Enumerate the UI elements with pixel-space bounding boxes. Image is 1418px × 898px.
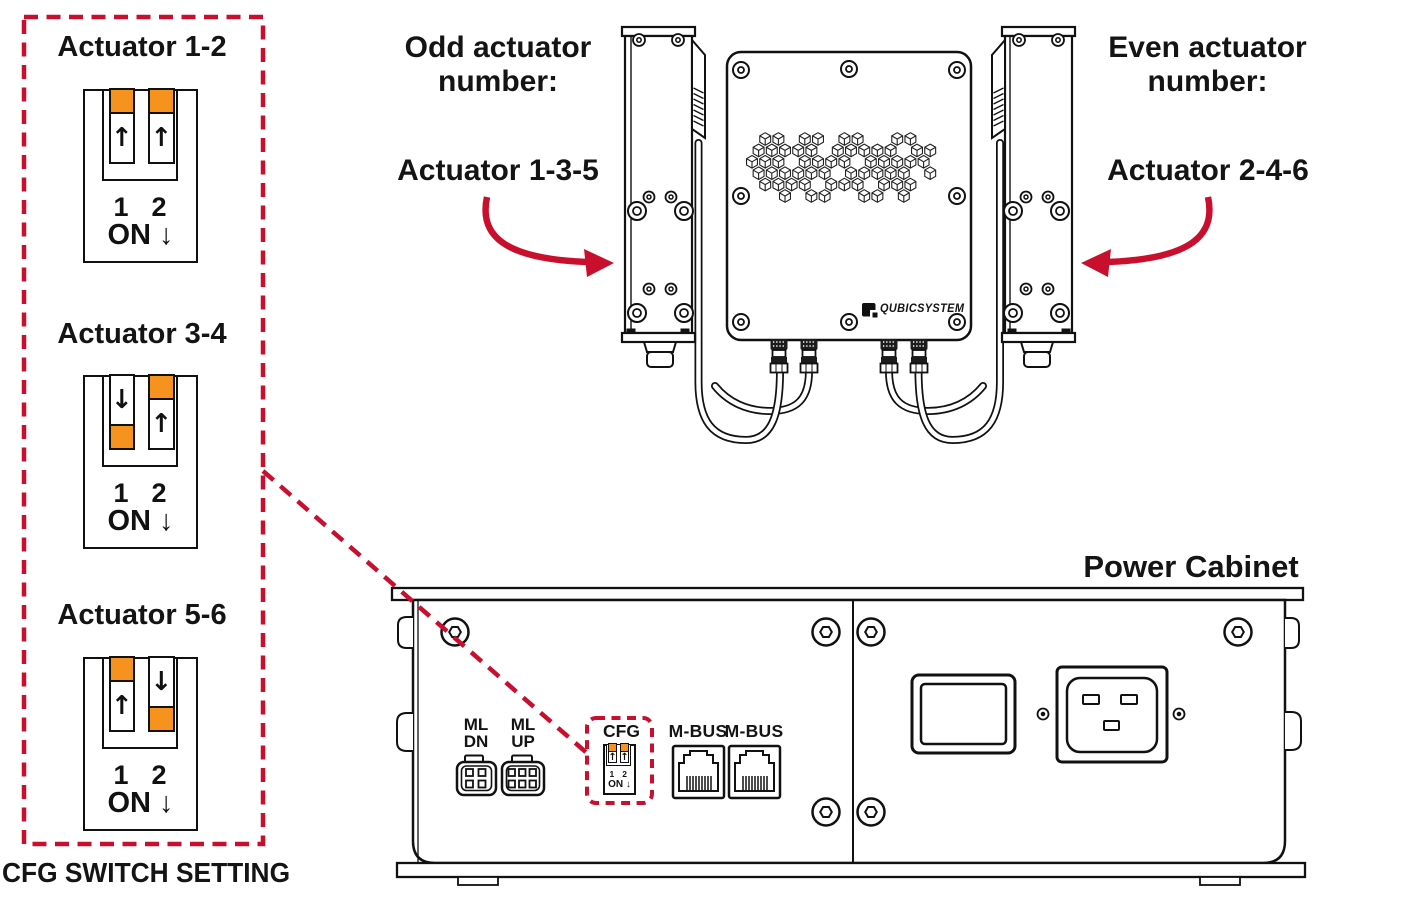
pin-labels: 1 2: [102, 478, 178, 509]
dip-block-2-title: Actuator 3-4: [57, 318, 227, 350]
switch-arrow-icon: ↑: [608, 751, 617, 763]
ml-up-line2: UP: [511, 732, 535, 751]
dip-block-3-title: Actuator 5-6: [57, 599, 227, 631]
switch-arrow-icon: ↑: [620, 751, 629, 763]
dip-switch-5-6: ↑ ↓ 1 2 ON ↓: [83, 656, 198, 831]
pin-2-label: 2: [622, 768, 627, 779]
pin-2-label: 2: [151, 760, 167, 790]
dip-switch-lever-2: ↑: [148, 374, 175, 450]
cable-gland: [799, 338, 819, 374]
pin-1-label: 1: [113, 192, 129, 222]
cfg-mini-lever-1: ↑: [608, 743, 617, 763]
switch-cap: [110, 90, 133, 114]
dip-aperture: ↑ ↑: [102, 88, 178, 181]
m-bus-jack-1: [671, 744, 726, 800]
m-bus-label-1: M-BUS: [668, 721, 728, 741]
even-actuator-callout: Even actuator number:: [1085, 31, 1330, 99]
on-direction-label: ON ↓: [107, 505, 174, 537]
qubicsystem-logo-text: QUBICSYSTEM: [880, 303, 965, 315]
switch-arrow-icon: ↑: [110, 123, 133, 153]
ml-up-label: ML UP: [503, 716, 543, 750]
power-cabinet: [390, 586, 1307, 886]
iec-power-inlet: [1036, 665, 1186, 764]
pin-labels: 1 2: [102, 192, 178, 223]
cfg-mini-lever-2: ↑: [620, 743, 629, 763]
switch-arrow-icon: ↑: [150, 409, 173, 439]
pin-1-label: 1: [609, 768, 615, 779]
pin-1-label: 1: [113, 760, 129, 790]
pin-labels: 1 2: [102, 760, 178, 791]
power-cabinet-title: Power Cabinet: [1083, 549, 1299, 584]
switch-arrow-icon: ↓: [110, 385, 133, 415]
dip-aperture: ↓ ↑: [102, 374, 178, 467]
pin-2-label: 2: [151, 192, 167, 222]
cable-gland: [879, 338, 899, 374]
controller-box: [725, 50, 973, 374]
right-actuator-bracket: [991, 25, 1077, 368]
ml-dn-label: ML DN: [456, 716, 496, 750]
switch-cap: [110, 658, 133, 682]
switch-arrow-icon: ↑: [150, 123, 173, 153]
dip-switch-lever-2: ↓: [148, 656, 175, 732]
cable-gland: [909, 338, 929, 374]
cfg-switch-setting-caption: CFG SWITCH SETTING: [2, 857, 291, 888]
hex-vent-pattern: [746, 132, 937, 203]
ml-dn-connector: [455, 754, 498, 797]
even-actuator-arrow: [1081, 196, 1213, 277]
ml-dn-line1: ML: [463, 715, 489, 734]
dip-switch-1-2: ↑ ↑ 1 2 ON ↓: [83, 88, 198, 263]
qubicsystem-logo-icon: [862, 303, 878, 318]
cfg-mini-pin-labels: 1 2: [606, 769, 632, 779]
dip-switch-3-4: ↓ ↑ 1 2 ON ↓: [83, 374, 198, 549]
dip-aperture: ↑ ↓: [102, 656, 178, 749]
dip-switch-lever-1: ↑: [108, 88, 135, 164]
switch-cap: [621, 744, 628, 752]
even-actuator-list: Actuator 2-4-6: [1107, 154, 1309, 187]
dip-block-1-title: Actuator 1-2: [57, 31, 227, 63]
odd-callout-line2: number:: [438, 65, 558, 98]
actuator-cables: [694, 139, 1004, 445]
switch-cap: [150, 706, 173, 730]
cfg-highlight-dashed-box: [585, 716, 654, 805]
even-callout-line1: Even actuator: [1108, 31, 1307, 64]
left-actuator-bracket: [620, 25, 706, 368]
switch-cap: [150, 90, 173, 114]
cable-gland: [769, 338, 789, 374]
switch-arrow-icon: ↓: [150, 667, 173, 697]
switch-cap: [110, 424, 133, 448]
cfg-setting-dashed-box: [21, 14, 266, 847]
even-callout-line2: number:: [1147, 65, 1268, 98]
rocker-power-switch: [910, 673, 1017, 755]
switch-arrow-icon: ↑: [110, 691, 133, 721]
switch-cap: [609, 744, 616, 752]
dip-switch-lever-1: ↓: [108, 374, 135, 450]
odd-actuator-callout: Odd actuator number:: [368, 31, 628, 99]
switch-cap: [150, 376, 173, 400]
cfg-mini-aperture: ↑ ↑: [605, 743, 631, 766]
pin-1-label: 1: [113, 478, 129, 508]
dip-switch-lever-2: ↑: [148, 88, 175, 164]
ml-dn-line2: DN: [463, 732, 489, 751]
ml-up-connector: [500, 754, 546, 797]
red-annotations: [21, 14, 1213, 847]
cfg-mini-on-label: ON ↓: [608, 779, 631, 790]
dip-switch-lever-1: ↑: [108, 656, 135, 732]
odd-actuator-arrow: [482, 196, 614, 277]
odd-callout-line1: Odd actuator: [404, 31, 592, 64]
on-direction-label: ON ↓: [107, 219, 174, 251]
pin-2-label: 2: [151, 478, 167, 508]
cfg-label: CFG: [603, 721, 640, 741]
on-direction-label: ON ↓: [107, 787, 174, 819]
dashed-leader-line: [261, 469, 590, 756]
ml-up-line1: ML: [510, 715, 536, 734]
m-bus-label-2: M-BUS: [724, 721, 784, 741]
odd-actuator-list: Actuator 1-3-5: [397, 154, 599, 187]
m-bus-jack-2: [727, 744, 782, 800]
